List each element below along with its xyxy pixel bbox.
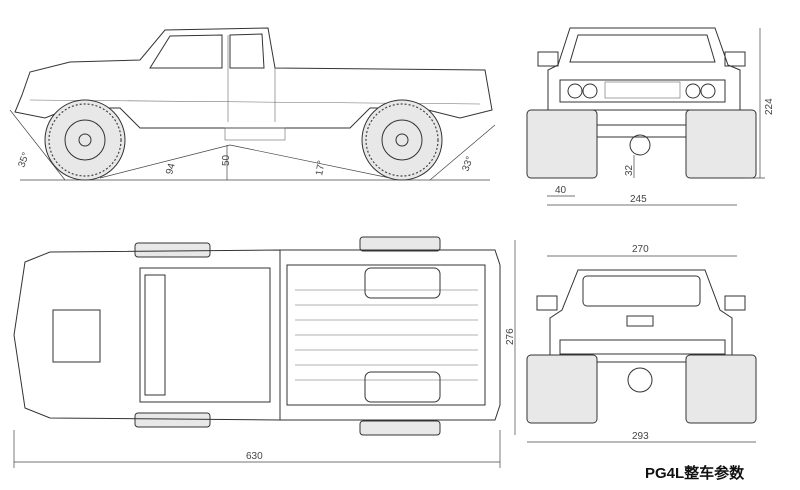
length-label: 630	[246, 451, 263, 462]
top-view: 630 276	[13, 236, 516, 468]
spec-title: PG4L整车参数	[645, 465, 745, 482]
front-view: 224 32 40 245	[526, 27, 775, 206]
track-width-label: 245	[630, 194, 647, 205]
breakover-label: 94	[164, 162, 178, 176]
overall-width-label: 293	[632, 431, 649, 442]
ground-clearance-label: 50	[221, 154, 232, 166]
approach-angle-label: 35°	[16, 151, 32, 169]
bed-ribs	[295, 289, 478, 381]
breakover-angle-label: 17°	[314, 160, 327, 177]
tire-width-label: 40	[555, 185, 567, 196]
width-label: 276	[505, 328, 516, 345]
axle-clearance-label: 32	[624, 164, 635, 176]
height-label: 224	[764, 98, 775, 115]
rear-view: 270 293	[526, 244, 757, 443]
departure-angle-label: 33°	[460, 155, 476, 173]
body-width-label: 270	[632, 244, 649, 255]
side-view: 35° 94 50 17° 33°	[9, 27, 496, 181]
